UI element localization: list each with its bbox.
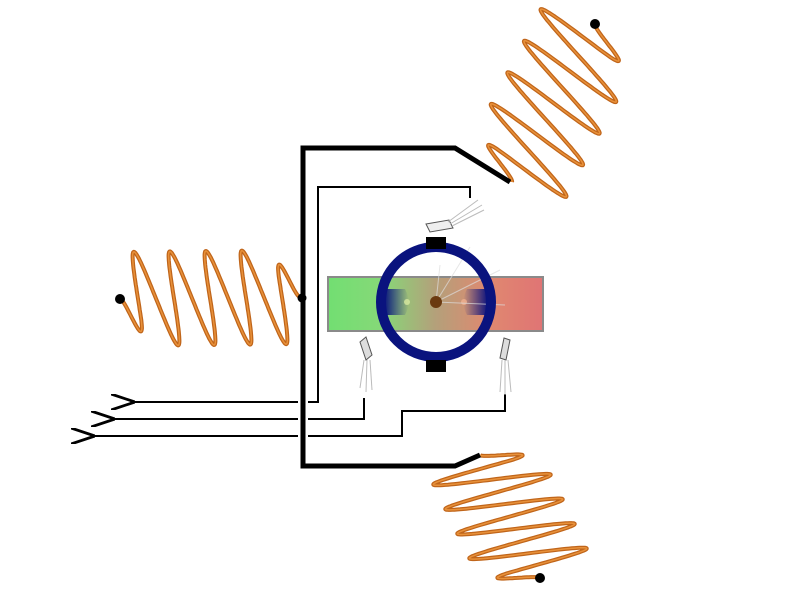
bottom-right-coil	[431, 452, 589, 583]
bottom-right-coil-terminal-dot	[535, 573, 545, 583]
hall-sensor-top	[425, 199, 485, 233]
brush-top	[426, 237, 446, 249]
sensor-wires	[308, 186, 506, 437]
left-coil-terminal-dot	[115, 294, 125, 304]
rotor-pole-left	[384, 289, 409, 315]
top-right-coil-terminal-dot	[590, 19, 600, 29]
left-coil-junction-dot	[297, 293, 307, 303]
left-coil	[115, 248, 302, 348]
top-right-coil	[486, 7, 621, 199]
pole-marker-left	[404, 299, 410, 305]
stator-frame	[300, 145, 512, 469]
hall-sensor-left	[359, 336, 373, 393]
coils	[115, 7, 621, 583]
hall-sensor-right	[499, 337, 512, 395]
pole-marker-right	[461, 299, 467, 305]
output-arrows	[93, 402, 298, 436]
axle	[430, 296, 442, 308]
rotor-pole-right	[463, 289, 488, 315]
brush-bottom	[426, 360, 446, 372]
